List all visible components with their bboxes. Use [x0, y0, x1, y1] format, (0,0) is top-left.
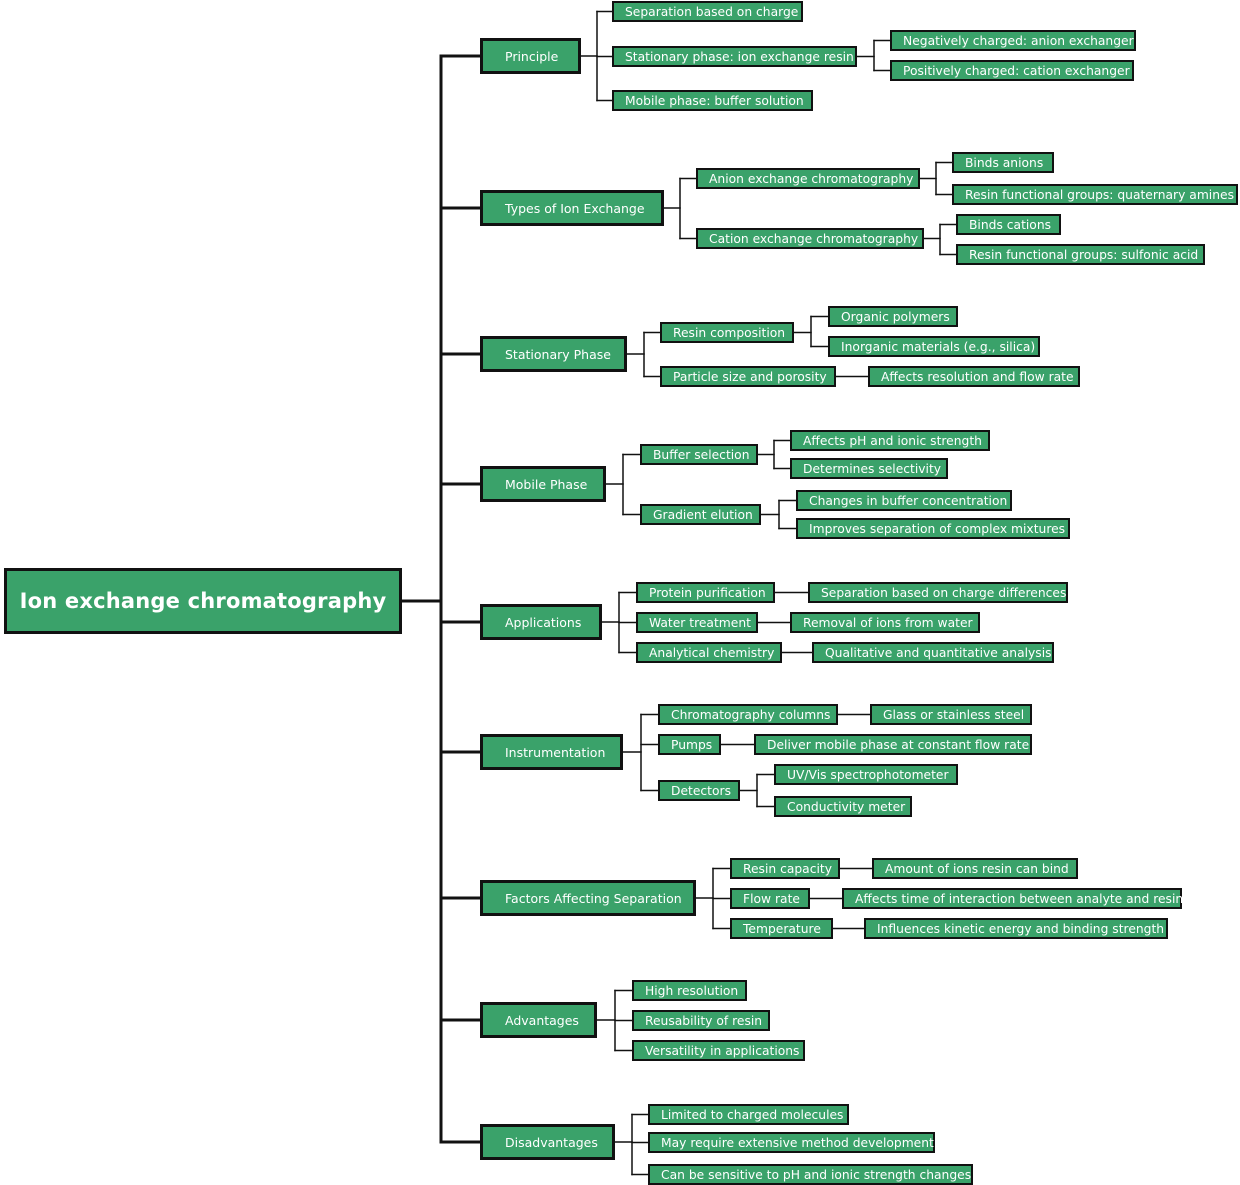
detail-node-changes-in-buffer-concentration: Changes in buffer concentration	[796, 490, 1012, 511]
subtopic-node-resin-composition: Resin composition	[660, 322, 794, 343]
detail-node-uv-vis-spectrophotometer: UV/Vis spectrophotometer	[774, 764, 958, 785]
detail-node-affects-time-of-interaction-between-analyte-and-resin: Affects time of interaction between anal…	[842, 888, 1183, 909]
branch-node-principle: Principle	[480, 38, 581, 74]
detail-node-affects-resolution-and-flow-rate: Affects resolution and flow rate	[868, 366, 1080, 387]
detail-node-separation-based-on-charge-differences: Separation based on charge differences	[808, 582, 1068, 603]
detail-node-inorganic-materials-e-g-silica: Inorganic materials (e.g., silica)	[828, 336, 1040, 357]
detail-node-binds-cations: Binds cations	[956, 214, 1061, 235]
branch-node-factors-affecting-separation: Factors Affecting Separation	[480, 880, 696, 916]
subtopic-node-mobile-phase-buffer-solution: Mobile phase: buffer solution	[612, 90, 813, 111]
central-topic-node: Ion exchange chromatography	[4, 568, 402, 634]
subtopic-node-pumps: Pumps	[658, 734, 721, 755]
branch-node-instrumentation: Instrumentation	[480, 734, 623, 770]
subtopic-node-chromatography-columns: Chromatography columns	[658, 704, 838, 725]
detail-node-amount-of-ions-resin-can-bind: Amount of ions resin can bind	[872, 858, 1078, 879]
subtopic-node-cation-exchange-chromatography: Cation exchange chromatography	[696, 228, 924, 249]
subtopic-node-gradient-elution: Gradient elution	[640, 504, 761, 525]
subtopic-node-resin-capacity: Resin capacity	[730, 858, 840, 879]
detail-node-removal-of-ions-from-water: Removal of ions from water	[790, 612, 980, 633]
subtopic-node-protein-purification: Protein purification	[636, 582, 775, 603]
subtopic-node-can-be-sensitive-to-ph-and-ionic-strength-changes: Can be sensitive to pH and ionic strengt…	[648, 1164, 973, 1185]
detail-node-conductivity-meter: Conductivity meter	[774, 796, 912, 817]
branch-node-mobile-phase: Mobile Phase	[480, 466, 606, 502]
subtopic-node-buffer-selection: Buffer selection	[640, 444, 758, 465]
detail-node-resin-functional-groups-quaternary-amines: Resin functional groups: quaternary amin…	[952, 184, 1238, 205]
subtopic-node-analytical-chemistry: Analytical chemistry	[636, 642, 782, 663]
subtopic-node-limited-to-charged-molecules: Limited to charged molecules	[648, 1104, 849, 1125]
branch-node-disadvantages: Disadvantages	[480, 1124, 615, 1160]
subtopic-node-high-resolution: High resolution	[632, 980, 747, 1001]
branch-node-stationary-phase: Stationary Phase	[480, 336, 627, 372]
detail-node-resin-functional-groups-sulfonic-acid: Resin functional groups: sulfonic acid	[956, 244, 1205, 265]
detail-node-deliver-mobile-phase-at-constant-flow-rate: Deliver mobile phase at constant flow ra…	[754, 734, 1032, 755]
subtopic-node-particle-size-and-porosity: Particle size and porosity	[660, 366, 836, 387]
detail-node-binds-anions: Binds anions	[952, 152, 1054, 173]
detail-node-qualitative-and-quantitative-analysis: Qualitative and quantitative analysis	[812, 642, 1054, 663]
branch-node-advantages: Advantages	[480, 1002, 597, 1038]
detail-node-improves-separation-of-complex-mixtures: Improves separation of complex mixtures	[796, 518, 1070, 539]
subtopic-node-detectors: Detectors	[658, 780, 740, 801]
subtopic-node-anion-exchange-chromatography: Anion exchange chromatography	[696, 168, 920, 189]
subtopic-node-water-treatment: Water treatment	[636, 612, 758, 633]
detail-node-organic-polymers: Organic polymers	[828, 306, 958, 327]
detail-node-glass-or-stainless-steel: Glass or stainless steel	[870, 704, 1032, 725]
detail-node-positively-charged-cation-exchanger: Positively charged: cation exchanger	[890, 60, 1134, 81]
detail-node-negatively-charged-anion-exchanger: Negatively charged: anion exchanger	[890, 30, 1136, 51]
detail-node-affects-ph-and-ionic-strength: Affects pH and ionic strength	[790, 430, 990, 451]
detail-node-influences-kinetic-energy-and-binding-strength: Influences kinetic energy and binding st…	[864, 918, 1168, 939]
subtopic-node-versatility-in-applications: Versatility in applications	[632, 1040, 805, 1061]
detail-node-determines-selectivity: Determines selectivity	[790, 458, 948, 479]
subtopic-node-separation-based-on-charge: Separation based on charge	[612, 1, 803, 22]
subtopic-node-stationary-phase-ion-exchange-resin: Stationary phase: ion exchange resin	[612, 46, 857, 67]
subtopic-node-reusability-of-resin: Reusability of resin	[632, 1010, 770, 1031]
subtopic-node-flow-rate: Flow rate	[730, 888, 810, 909]
branch-node-applications: Applications	[480, 604, 602, 640]
branch-node-types-of-ion-exchange: Types of Ion Exchange	[480, 190, 664, 226]
subtopic-node-may-require-extensive-method-development: May require extensive method development	[648, 1132, 935, 1153]
subtopic-node-temperature: Temperature	[730, 918, 833, 939]
